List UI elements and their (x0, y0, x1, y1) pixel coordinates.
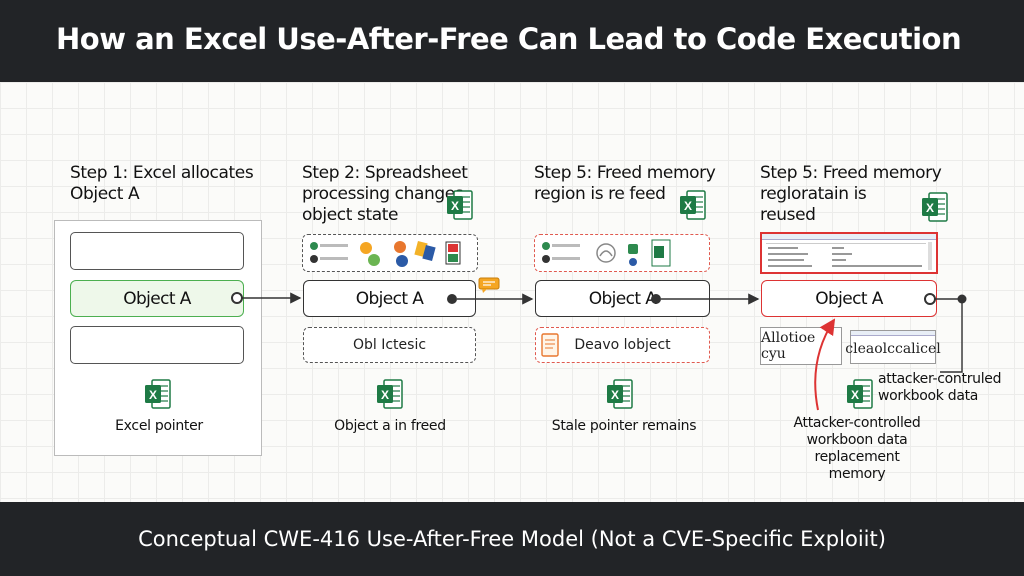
step-2-caption: Object a in freed (334, 418, 446, 434)
replacement-annotation: Attacker-controlled workboon data replac… (762, 415, 952, 483)
memory-slot-bottom (70, 326, 244, 364)
step-3-freed-slot: Deavo lobject (535, 327, 710, 363)
step-3-freed-label: Deavo lobject (574, 337, 671, 353)
step-2-title: Step 2: Spreadsheet processing changes o… (302, 163, 468, 226)
step-1-caption: Excel pointer (115, 418, 203, 434)
excel-icon: X (144, 378, 172, 410)
step-2-title-line1: Step 2: Spreadsheet (302, 163, 468, 183)
attacker-data-line1: attacker-contruled (878, 371, 1002, 387)
step-2-title-line2: processing changes (302, 184, 464, 204)
step-2-object-a: Object A (303, 280, 476, 317)
svg-text:X: X (851, 388, 859, 402)
step-3-object-a: Object A (535, 280, 710, 317)
step-3-icon-strip (534, 234, 710, 272)
svg-text:X: X (381, 388, 389, 402)
title-bar: How an Excel Use-After-Free Can Lead to … (0, 0, 1024, 82)
replacement-line1: Attacker-controlled (793, 415, 921, 431)
replacement-line3: memory (828, 466, 886, 482)
allocation-box-label: Allotioe cyu (761, 330, 816, 362)
step-3-caption: Stale pointer remains (551, 418, 697, 434)
step-3-title-line1: Step 5: Freed memory (534, 163, 716, 183)
step-4-title: Step 5: Freed memory regloratain is reus… (760, 163, 942, 226)
footer-bar: Conceptual CWE-416 Use-After-Free Model … (0, 502, 1024, 576)
excel-icon: X (446, 189, 474, 221)
step-2-freed-slot: Obl Ictesic (303, 327, 476, 363)
svg-text:X: X (149, 388, 157, 402)
workbook-data-window (760, 232, 938, 274)
step-1-object-a: Object A (70, 280, 244, 317)
step-4-title-line3: reused (760, 205, 816, 225)
step-4-object-label: Object A (815, 288, 883, 309)
step-3-title-line2: region is re feed (534, 184, 666, 204)
step-4-object-a: Object A (761, 280, 937, 317)
attacker-data-line2: workbook data (878, 388, 979, 404)
step-2-object-label: Object A (355, 288, 424, 309)
page-title: How an Excel Use-After-Free Can Lead to … (56, 22, 962, 56)
step-1-title-line1: Step 1: Excel allocates (70, 163, 254, 183)
svg-text:X: X (611, 388, 619, 402)
document-icon (541, 333, 559, 357)
data-replace-box-label: cleaolccalicel (845, 341, 941, 357)
memory-slot-top (70, 232, 244, 270)
step-2-freed-label: Obl Ictesic (352, 337, 427, 353)
step-4-title-line1: Step 5: Freed memory (760, 163, 942, 183)
attacker-data-annotation: attacker-contruled workbook data (878, 371, 1002, 405)
replacement-line2: workboon data replacement (806, 432, 908, 465)
step-1-object-label: Object A (123, 288, 191, 309)
svg-text:X: X (926, 201, 934, 215)
footer-caption: Conceptual CWE-416 Use-After-Free Model … (138, 527, 886, 551)
step-2-icon-strip (302, 234, 478, 272)
allocation-box: Allotioe cyu (760, 327, 842, 365)
data-replace-box: cleaolccalicel (845, 330, 941, 364)
excel-icon: X (679, 189, 707, 221)
excel-icon: X (606, 378, 634, 410)
step-2-title-line3: object state (302, 205, 399, 225)
svg-text:X: X (451, 199, 459, 213)
step-3-title: Step 5: Freed memory region is re feed (534, 163, 716, 205)
step-4-title-line2: regloratain is (760, 184, 867, 204)
step-3-object-label: Object A (588, 288, 657, 309)
excel-icon: X (376, 378, 404, 410)
excel-icon: X (921, 191, 949, 223)
warning-icon (478, 277, 500, 293)
step-1-title-line2: Object A (70, 184, 140, 204)
window-titlebar (851, 331, 935, 336)
svg-text:X: X (684, 199, 692, 213)
window-titlebar (762, 234, 936, 240)
excel-icon: X (846, 378, 874, 410)
step-1-title: Step 1: Excel allocates Object A (70, 163, 254, 205)
